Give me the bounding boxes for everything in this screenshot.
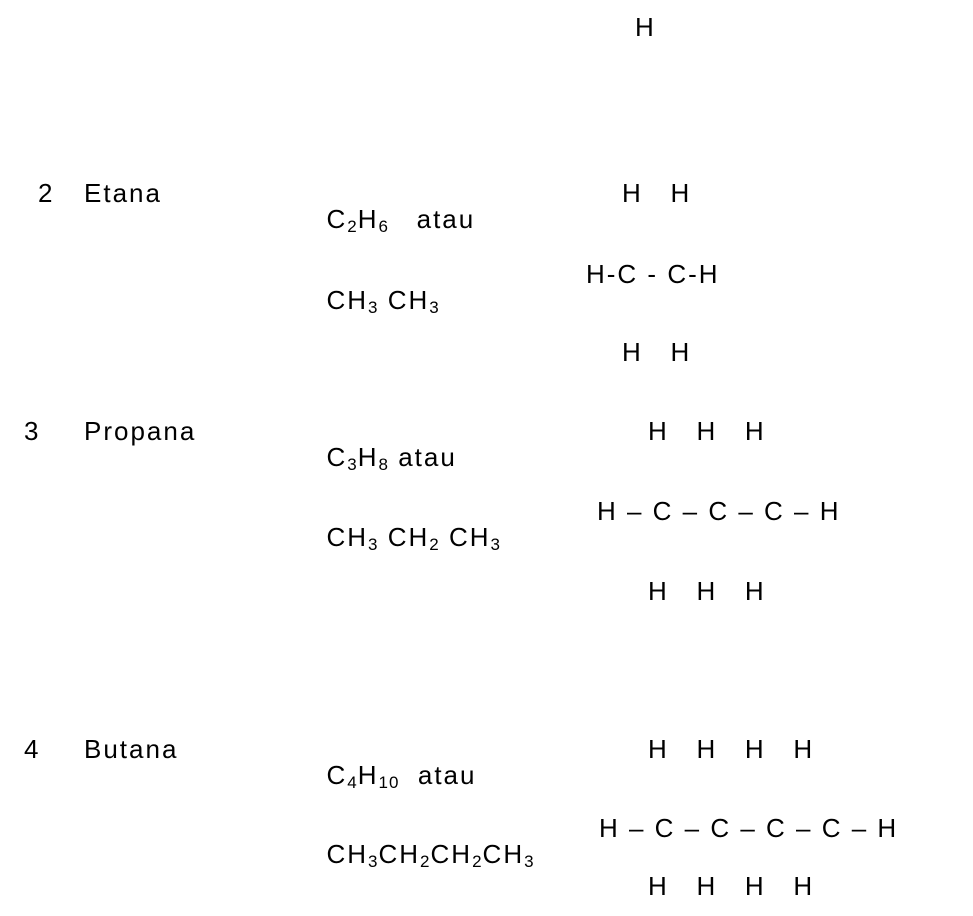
structure-top-hydrogens: H H H H [648, 734, 815, 764]
molecular-formula: C4H10 atau [326, 760, 477, 792]
compound-name: Etana [84, 178, 162, 208]
molecular-formula: C3H8 atau [326, 442, 457, 474]
methane-bottom-hydrogen: H [635, 12, 656, 42]
row-number: 3 [24, 416, 41, 446]
structure-carbon-chain: H-C - C-H [586, 259, 720, 289]
condensed-formula: CH3 CH3 [326, 285, 440, 317]
structure-bottom-hydrogens: H H [622, 337, 692, 367]
compound-name: Butana [84, 734, 179, 764]
structure-bottom-hydrogens: H H H [648, 576, 766, 606]
structure-bottom-hydrogens: H H H H [648, 871, 815, 901]
structure-top-hydrogens: H H H [648, 416, 766, 446]
condensed-formula: CH3 CH2 CH3 [326, 522, 501, 554]
compound-name: Propana [84, 416, 197, 446]
row-number: 2 [38, 178, 55, 208]
structure-top-hydrogens: H H [622, 178, 692, 208]
condensed-formula: CH3CH2CH2CH3 [326, 839, 535, 871]
molecular-formula: C2H6 atau [326, 204, 476, 236]
structure-carbon-chain: H – C – C – C – H [597, 496, 841, 526]
row-number: 4 [24, 734, 41, 764]
structure-carbon-chain: H – C – C – C – C – H [599, 813, 899, 843]
